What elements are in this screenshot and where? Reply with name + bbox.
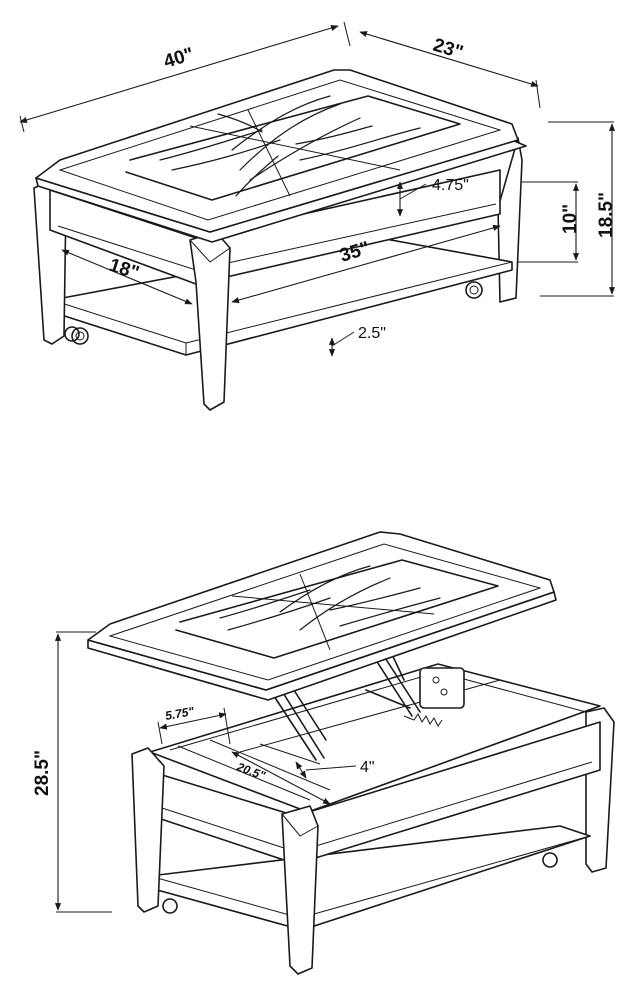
lifted-tabletop xyxy=(87,531,557,701)
caster-open-left xyxy=(162,898,178,914)
hinge-plate xyxy=(419,667,465,709)
open-table-drawing xyxy=(87,531,615,975)
dim-label-storage-width: 4" xyxy=(360,759,375,776)
dim-label-height: 18.5" xyxy=(596,192,617,238)
dim-label-shelf-clearance: 2.5" xyxy=(358,325,386,342)
caster-front-center xyxy=(64,326,80,342)
open-leg-front-corner xyxy=(281,805,319,975)
caster-back-right xyxy=(465,281,483,299)
caster-open-right xyxy=(542,852,558,868)
closed-view-dimensions xyxy=(19,21,616,357)
dim-label-depth: 23" xyxy=(431,35,466,64)
leg-back-right xyxy=(497,137,523,303)
dim-label-apron-height: 4.75" xyxy=(432,177,469,194)
open-view-dimensions xyxy=(54,631,357,913)
open-leg-front-left xyxy=(131,747,165,913)
dim-label-storage-depth: 5.75" xyxy=(164,704,195,723)
dim-label-lifted-height: 28.5" xyxy=(32,750,53,796)
dim-label-length: 40" xyxy=(161,44,196,73)
caster-front-left xyxy=(71,327,89,345)
dim-label-apron-to-shelf: 10" xyxy=(560,204,581,234)
